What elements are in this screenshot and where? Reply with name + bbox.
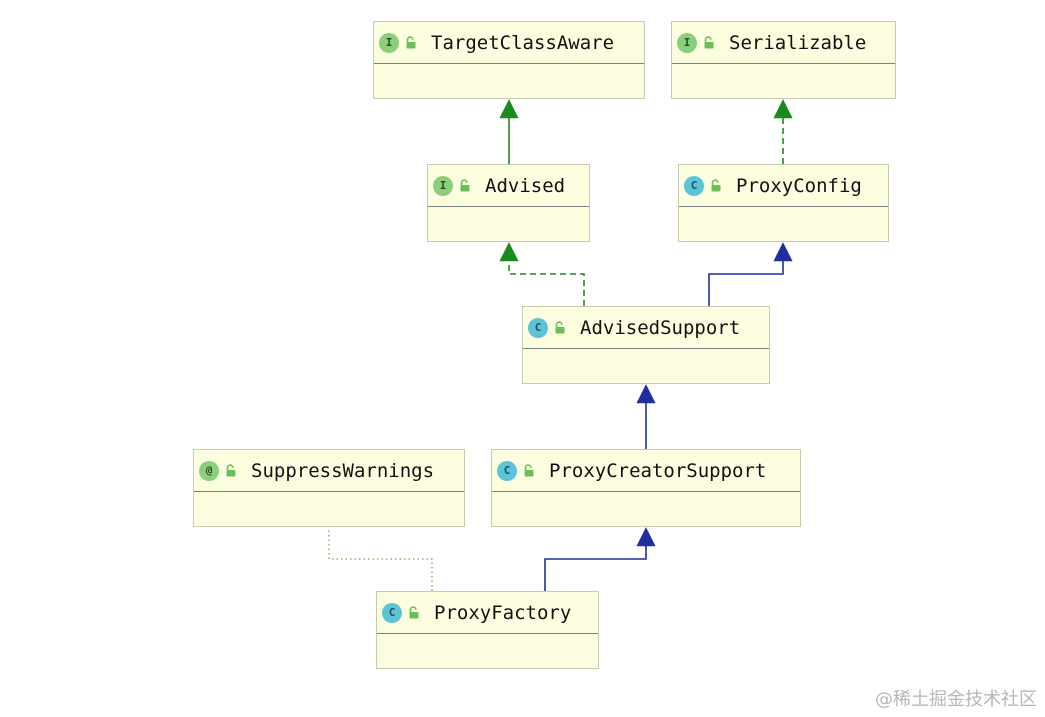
node-header: C ProxyFactory <box>377 592 598 634</box>
public-lock-icon <box>226 464 236 477</box>
node-title: AdvisedSupport <box>580 316 741 339</box>
interface-kind-icon: I <box>677 32 697 53</box>
public-lock-icon <box>524 464 534 477</box>
interface-kind-icon: I <box>433 175 453 196</box>
node-header: I TargetClassAware <box>374 22 644 64</box>
node-advised[interactable]: I Advised <box>427 164 590 242</box>
class-kind-icon: C <box>497 460 517 481</box>
edge-proxy-factory-to-suppress-warnings <box>328 529 433 591</box>
node-proxy-config[interactable]: C ProxyConfig <box>678 164 889 242</box>
edge-advised-support-to-proxy-config <box>708 242 793 306</box>
class-kind-icon: C <box>528 317 548 338</box>
node-title: ProxyConfig <box>736 174 862 197</box>
node-target-class-aware[interactable]: I TargetClassAware <box>373 21 645 99</box>
node-title: SuppressWarnings <box>251 459 435 482</box>
node-header: I Serializable <box>672 22 895 64</box>
public-lock-icon <box>460 179 470 192</box>
node-title: Serializable <box>729 31 867 54</box>
class-kind-icon: C <box>382 602 402 623</box>
node-header: @ SuppressWarnings <box>194 450 464 492</box>
edge-layer <box>328 99 793 591</box>
interface-kind-icon: I <box>379 32 399 53</box>
node-header: C AdvisedSupport <box>523 307 769 349</box>
node-serializable[interactable]: I Serializable <box>671 21 896 99</box>
public-lock-icon <box>406 36 416 49</box>
annotation-kind-icon: @ <box>199 460 219 481</box>
public-lock-icon <box>555 321 565 334</box>
edge-advised-support-to-advised <box>499 242 585 306</box>
node-title: TargetClassAware <box>431 31 615 54</box>
edge-proxy-factory-to-proxy-creator-support <box>544 527 656 591</box>
public-lock-icon <box>711 179 721 192</box>
public-lock-icon <box>704 36 714 49</box>
node-header: C ProxyCreatorSupport <box>492 450 800 492</box>
node-advised-support[interactable]: C AdvisedSupport <box>522 306 770 384</box>
node-suppress-warnings[interactable]: @ SuppressWarnings <box>193 449 465 527</box>
node-proxy-factory[interactable]: C ProxyFactory <box>376 591 599 669</box>
public-lock-icon <box>409 606 419 619</box>
class-kind-icon: C <box>684 175 704 196</box>
node-title: Advised <box>485 174 566 197</box>
watermark-text: @稀土掘金技术社区 <box>875 689 1037 710</box>
node-header: I Advised <box>428 165 589 207</box>
node-header: C ProxyConfig <box>679 165 888 207</box>
node-title: ProxyFactory <box>434 601 572 624</box>
node-proxy-creator-support[interactable]: C ProxyCreatorSupport <box>491 449 801 527</box>
node-title: ProxyCreatorSupport <box>549 459 767 482</box>
